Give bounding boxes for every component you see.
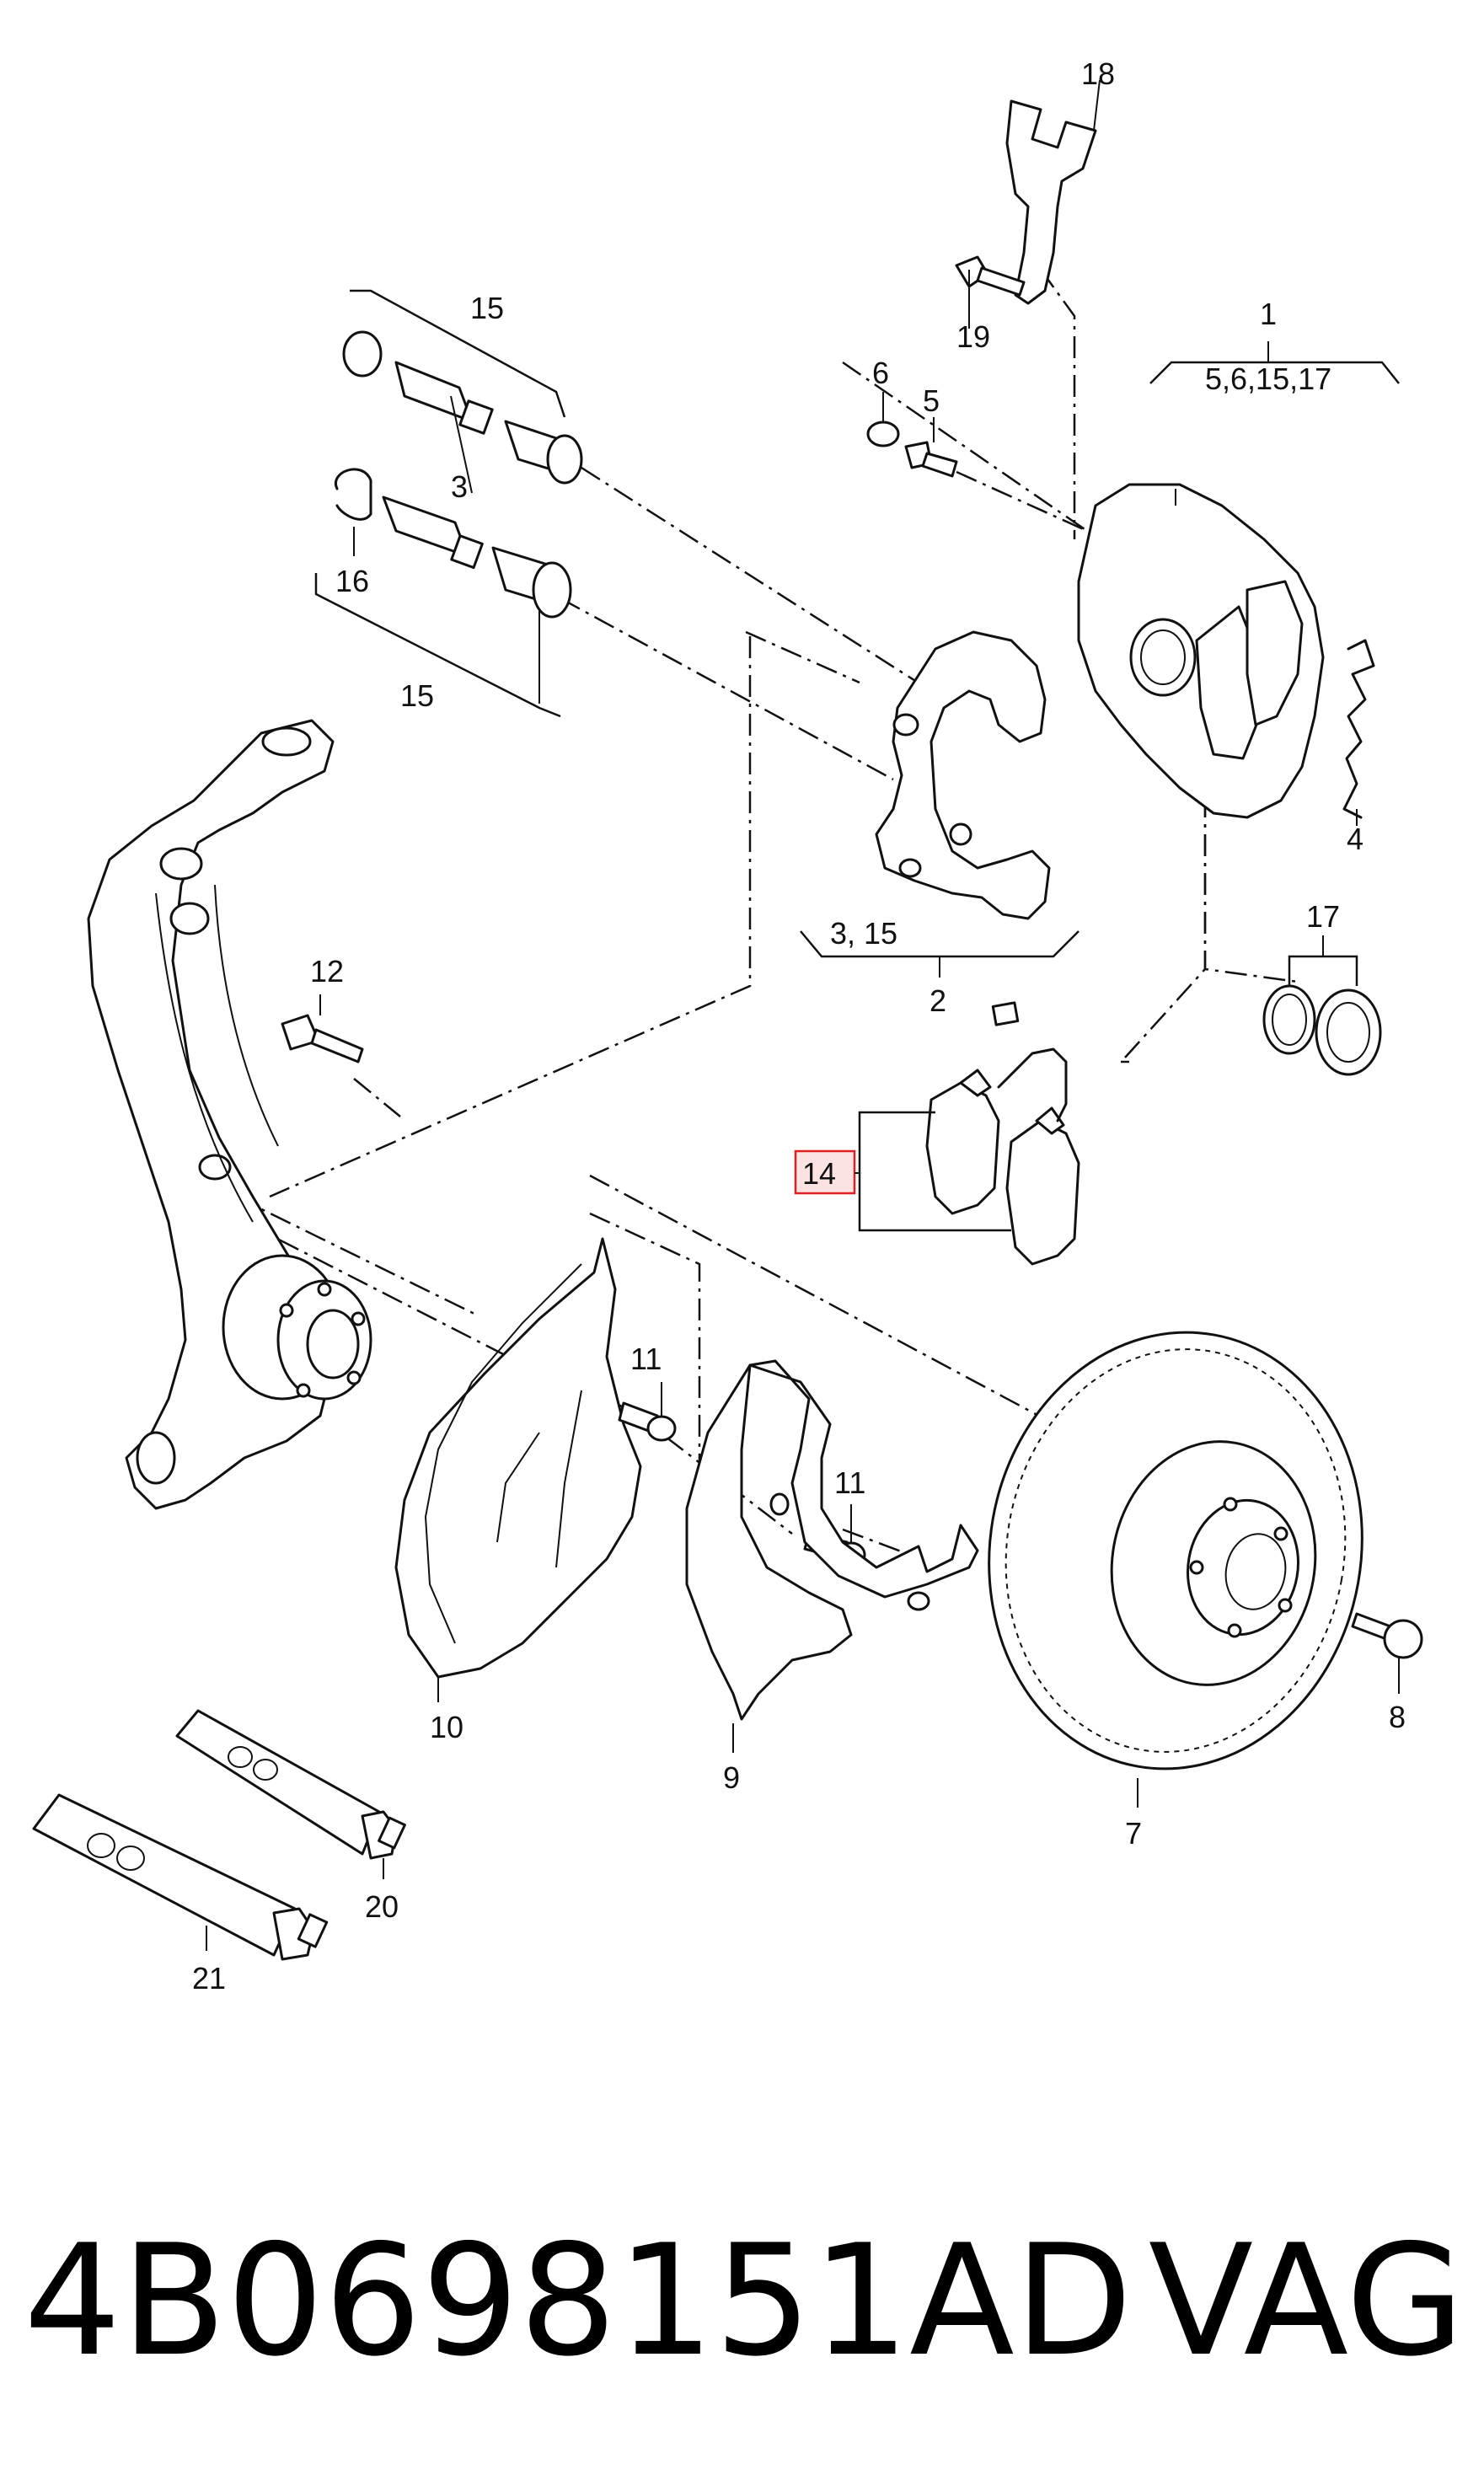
part-20-grease-tube [175, 1709, 406, 1879]
callout-3: 3 [451, 469, 468, 504]
bracket-15-upper [350, 289, 566, 418]
callout-5: 5 [923, 383, 940, 418]
callout-12: 12 [310, 954, 344, 988]
part-15-guide-pin-set-lower [382, 395, 572, 704]
callout-6: 6 [872, 356, 889, 390]
callout-1-sub: 5,6,15,17 [1205, 362, 1331, 396]
callout-2: 2 [930, 983, 946, 1018]
part-18-bracket [1005, 79, 1101, 305]
part-5-bleed-screw [904, 417, 958, 478]
part-number-caption: 4B0698151AD VAG [24, 2208, 1465, 2393]
part-2-caliper-carrier [875, 630, 1051, 920]
callout-labels: 18 19 15 3 16 15 6 5 1 5,6,15,17 4 3, 15… [192, 56, 1406, 1996]
part-11-bolt-upper [618, 1382, 677, 1442]
callout-18: 18 [1081, 56, 1115, 91]
part-7-brake-disc [988, 1331, 1363, 1808]
callout-17: 17 [1306, 899, 1340, 934]
bracket-17 [1288, 955, 1358, 986]
bracket-1 [1149, 361, 1400, 384]
wheel-hub [222, 1254, 372, 1401]
callout-4: 4 [1347, 822, 1363, 856]
part-16-clip [334, 468, 372, 556]
part-6-cap [866, 392, 900, 447]
part-4-spring-clip [1342, 639, 1375, 826]
callout-21: 21 [192, 1961, 226, 1996]
part-1-caliper [1077, 483, 1325, 819]
callout-1: 1 [1260, 297, 1277, 331]
part-12-bolt [281, 994, 364, 1063]
part-10-backing-plate [394, 1237, 642, 1702]
callout-11-lower: 11 [834, 1465, 865, 1500]
part-15-guide-pin-set-upper [342, 330, 583, 485]
callout-7: 7 [1125, 1816, 1142, 1851]
part-19-bolt [955, 255, 1026, 329]
callout-16: 16 [335, 564, 369, 598]
callout-9: 9 [723, 1760, 740, 1795]
callout-20: 20 [365, 1889, 399, 1924]
callout-2-sub: 3, 15 [830, 916, 897, 951]
callout-11-upper: 11 [630, 1342, 662, 1376]
part-21-grease-tube [32, 1793, 329, 1961]
bracket-14 [858, 1111, 1011, 1232]
part-9-shield [685, 1359, 979, 1753]
callout-8: 8 [1389, 1700, 1406, 1734]
part-14-brake-pads [925, 1001, 1080, 1266]
callout-19: 19 [956, 319, 990, 354]
part-number: 4B0698151AD [24, 2211, 1133, 2390]
bracket-15-lower [314, 573, 561, 718]
part-17-seal-kit [1262, 984, 1382, 1076]
callout-14[interactable]: 14 [802, 1156, 836, 1191]
bracket-2 [800, 930, 1080, 958]
part-8-screw [1351, 1612, 1423, 1694]
brand-name: VAG [1148, 2211, 1465, 2390]
callout-15-lower: 15 [400, 678, 434, 713]
callout-15-upper: 15 [470, 291, 504, 325]
callout-10: 10 [430, 1710, 463, 1744]
